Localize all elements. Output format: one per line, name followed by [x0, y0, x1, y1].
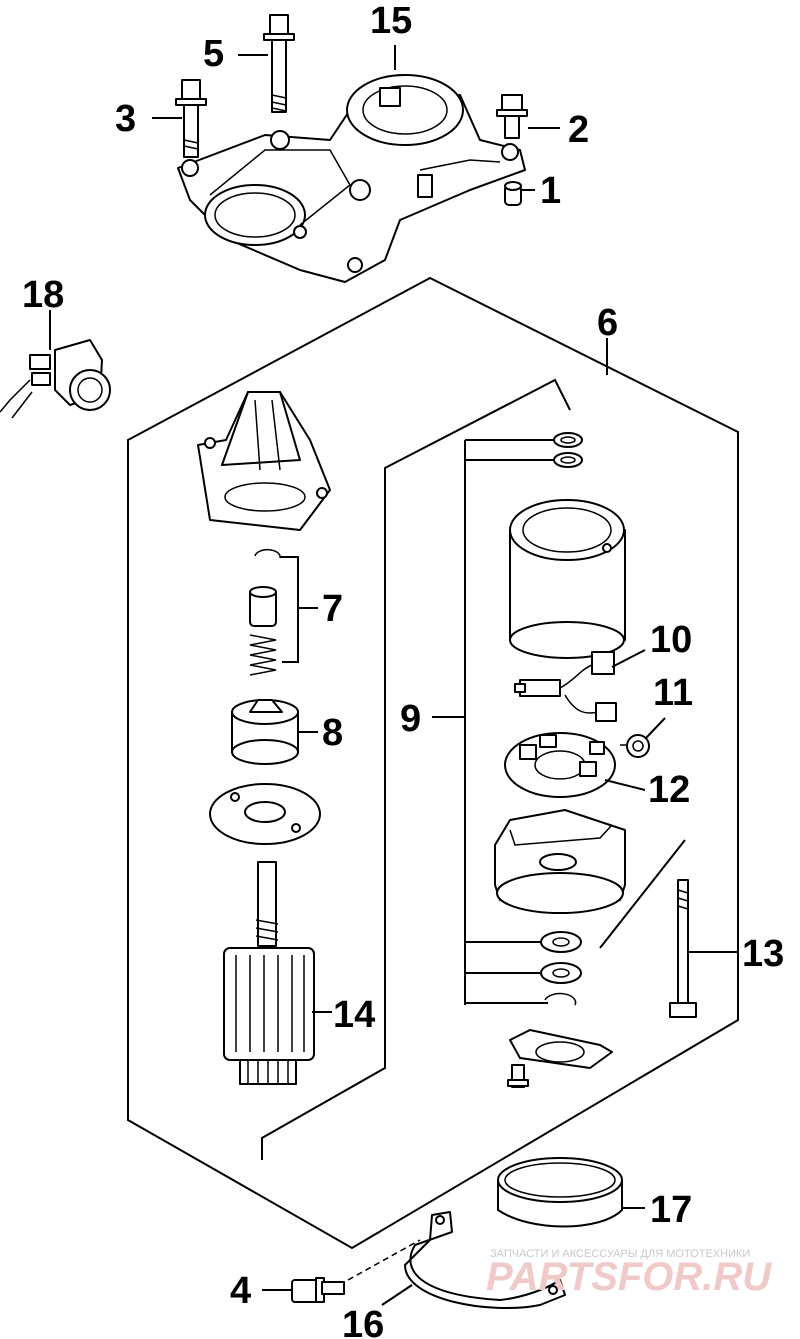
- pinion-8: [231, 699, 299, 765]
- cover-plate: [507, 1029, 613, 1088]
- callout-11: 11: [653, 672, 693, 714]
- callout-8: 8: [322, 712, 343, 754]
- callout-4: 4: [230, 1270, 251, 1312]
- armature-14: [223, 861, 315, 1085]
- callout-10: 10: [650, 619, 692, 661]
- watermark-logo: PARTSFOR.RU: [486, 1255, 772, 1299]
- starter-bracket: [177, 74, 526, 283]
- brush-holder-12: [504, 732, 616, 798]
- bolt-5: [263, 14, 295, 113]
- washer-bottom-a: [540, 931, 582, 953]
- drive-housing: [197, 391, 331, 531]
- yoke: [509, 499, 626, 659]
- brush-10: [514, 651, 617, 722]
- e-clip: [544, 992, 577, 1006]
- strap-16: [404, 1211, 566, 1310]
- callout-2: 2: [568, 109, 589, 151]
- callout-16: 16: [342, 1304, 384, 1339]
- washer-bottom-b: [540, 962, 582, 984]
- band-17: [497, 1157, 623, 1228]
- callout-9: 9: [400, 698, 421, 740]
- bolt-4: [291, 1277, 345, 1303]
- dowel-pin-1: [504, 181, 522, 206]
- front-plate: [209, 783, 321, 845]
- washer-top-a: [553, 432, 583, 448]
- callout-13: 13: [742, 933, 784, 975]
- rear-cover: [494, 809, 626, 914]
- callout-14: 14: [333, 994, 375, 1036]
- callout-7: 7: [322, 588, 343, 630]
- through-bolt-13: [669, 879, 697, 1018]
- brush-spring-11: [620, 734, 650, 758]
- callout-3: 3: [115, 98, 136, 140]
- watermark-tagline: ЗАПЧАСТИ И АКСЕССУАРЫ ДЛЯ МОТОТЕХНИКИ: [490, 1248, 750, 1260]
- solenoid-18: [0, 339, 111, 419]
- callout-12: 12: [648, 769, 690, 811]
- callout-18: 18: [22, 274, 64, 316]
- assembly-outline-6: [127, 276, 739, 1250]
- callout-6: 6: [597, 302, 618, 344]
- bolt-2: [496, 94, 528, 139]
- callout-15: 15: [370, 0, 412, 42]
- callout-17: 17: [650, 1189, 692, 1231]
- clip-spring-group-7: [249, 548, 318, 676]
- callout-5: 5: [203, 33, 224, 75]
- callout-1: 1: [540, 170, 561, 212]
- washer-top-b: [553, 452, 583, 468]
- bolt-3: [175, 79, 207, 158]
